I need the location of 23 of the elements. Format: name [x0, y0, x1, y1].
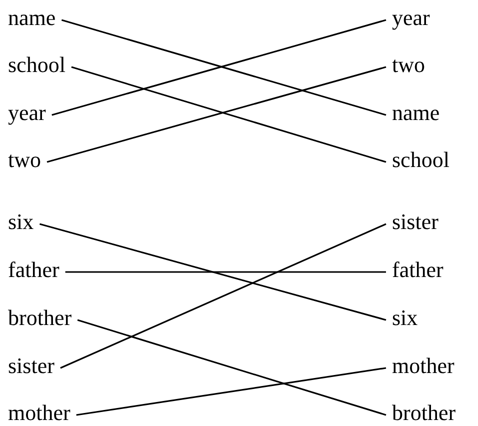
- word-label: year: [392, 5, 430, 31]
- matching-line: [65, 271, 386, 273]
- word-label: year: [8, 100, 46, 126]
- word-label: sister: [392, 209, 438, 235]
- word-label: name: [8, 5, 56, 31]
- word-label: name: [392, 100, 440, 126]
- word-label: two: [392, 52, 425, 78]
- word-label: school: [392, 147, 450, 173]
- matching-line: [77, 319, 386, 416]
- word-label: six: [392, 305, 418, 331]
- word-label: father: [392, 257, 444, 283]
- word-label: sister: [8, 353, 54, 379]
- matching-line: [60, 223, 386, 369]
- word-label: six: [8, 209, 34, 235]
- word-label: father: [8, 257, 60, 283]
- word-label: two: [8, 147, 41, 173]
- word-label: mother: [392, 353, 454, 379]
- matching-line: [76, 367, 386, 416]
- word-label: brother: [8, 305, 72, 331]
- word-label: school: [8, 52, 66, 78]
- word-label: mother: [8, 400, 70, 426]
- word-label: brother: [392, 400, 456, 426]
- matching-line: [39, 223, 386, 321]
